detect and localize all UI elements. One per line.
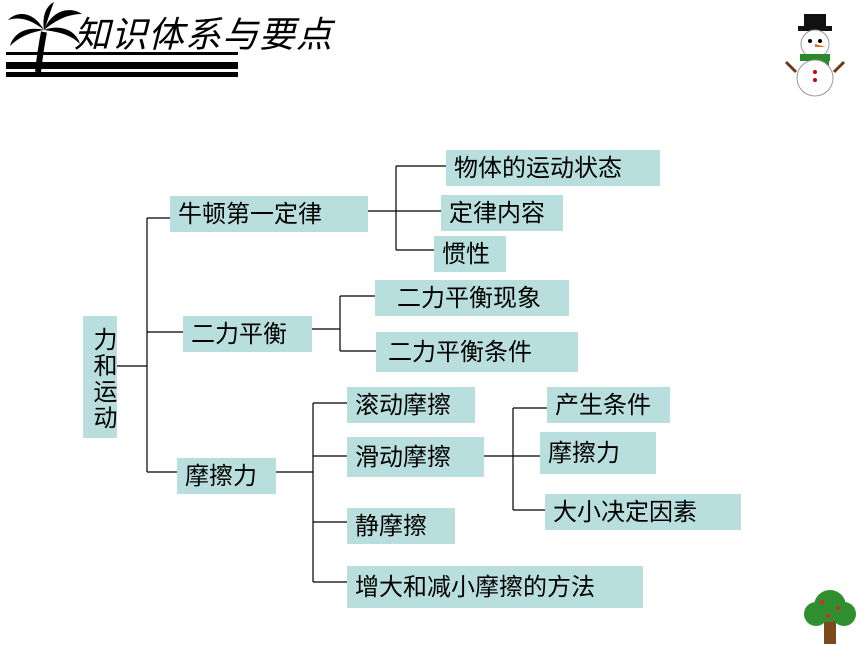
tree-icon [804,590,856,644]
node-law-content: 定律内容 [441,195,563,231]
header-rule [6,72,238,77]
header-rule [6,52,238,55]
page-title: 知识体系与要点 [74,15,334,56]
node-magnitude-factors: 大小决定因素 [545,494,741,530]
palm-tree-icon [8,2,82,73]
node-motion-state: 物体的运动状态 [446,150,660,186]
node-friction-force: 摩擦力 [540,432,656,474]
node-rolling-friction: 滚动摩擦 [347,387,475,423]
node-balance-condition: 二力平衡条件 [376,332,578,372]
node-friction-methods: 增大和减小摩擦的方法 [347,566,643,608]
node-friction: 摩擦力 [177,458,276,494]
node-inertia: 惯性 [434,236,506,272]
node-generation-condition: 产生条件 [547,387,670,423]
header-rule [6,62,238,69]
node-sliding-friction: 滑动摩擦 [347,437,484,477]
node-two-force-balance: 二力平衡 [183,316,312,352]
node-static-friction: 静摩擦 [347,508,455,544]
root-node: 力和运动 [83,316,117,438]
node-newton-first-law: 牛顿第一定律 [170,196,368,232]
node-balance-phenomenon: 二力平衡现象 [375,280,569,316]
snowman-icon [784,14,846,97]
